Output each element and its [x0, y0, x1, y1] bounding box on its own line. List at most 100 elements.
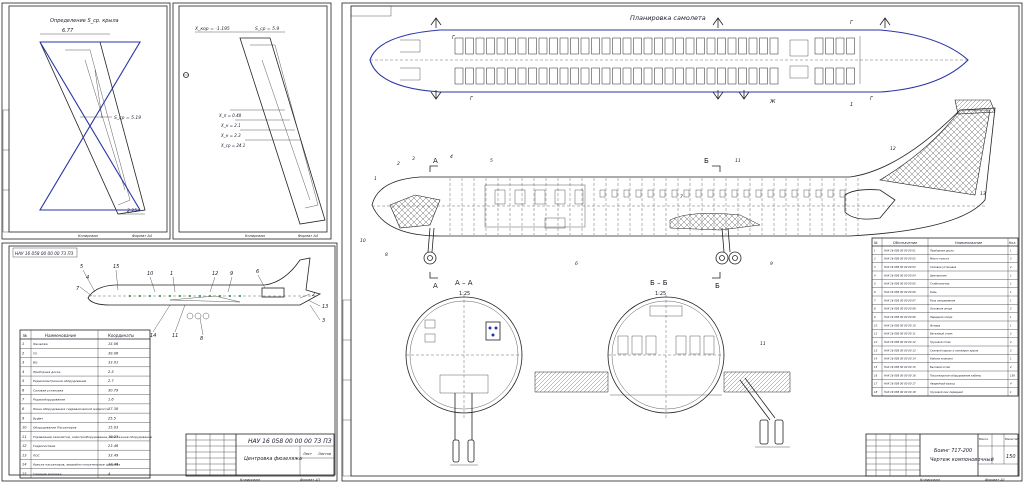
plan-label-1: 1: [850, 102, 853, 108]
seat: [769, 67, 779, 85]
sheet-wing-area: Определение S_ср. крыла 6.77 S_ср = 5.19…: [1, 2, 171, 240]
cg-row-name: Гидросистема: [33, 444, 56, 448]
xn2-label: X_н = 2.3: [220, 133, 241, 138]
seat: [507, 37, 516, 55]
spec-row-num: 10: [874, 323, 878, 327]
section-b-scale: 1:25: [655, 291, 666, 297]
cg-row-coord: 2.5: [108, 370, 114, 374]
section-a-mark-bottom: А: [433, 282, 438, 290]
window: [695, 189, 702, 198]
side-callout-10: 10: [360, 238, 366, 244]
cg-row-num: 12: [22, 444, 27, 448]
spec-row-name: Силовой каркас и лонжерон крыла: [930, 348, 979, 352]
seat: [465, 67, 474, 85]
cg-row-coord: 4: [108, 472, 111, 476]
spec-row-num: 11: [874, 332, 878, 336]
spec-row-code: НАУ 16 058 00 00 00 06: [884, 290, 916, 294]
side-callout-5: 5: [490, 158, 493, 164]
seat: [643, 37, 653, 55]
title-block-aircraft: Боинг 717-200: [934, 448, 972, 454]
seat: [846, 67, 855, 85]
window: [731, 189, 738, 198]
seat: [570, 37, 579, 55]
spec-row-code: НАУ 16 058 00 00 00 16: [884, 373, 916, 377]
cg-row-num: 14: [22, 463, 27, 467]
cg-row-num: 15: [22, 472, 27, 476]
vertical-tail: [879, 109, 991, 196]
plan-title: Планировка самолета: [630, 14, 706, 22]
seat: [696, 67, 705, 85]
window: [839, 189, 846, 198]
window: [707, 189, 714, 198]
cg-row-num: 5: [22, 379, 25, 383]
cg-row-coord: 33.01: [108, 361, 118, 365]
window: [767, 189, 774, 198]
window: [659, 189, 666, 198]
spec-row-num: 17: [874, 382, 878, 386]
plan-label-g1: Г: [452, 35, 456, 41]
xkor-label: X_кор = -1.195: [194, 26, 230, 32]
callout-9: 9: [230, 271, 233, 277]
spec-row-name: Грузовой люк передний: [930, 390, 963, 394]
seat: [748, 67, 758, 85]
callout-13: 13: [322, 304, 328, 310]
cg-row-coord: 15.03: [108, 426, 119, 430]
seat: [814, 37, 824, 55]
horizontal-stabilizer: [954, 99, 996, 115]
spec-row-qty: 4: [1010, 382, 1012, 386]
spec-row-code: НАУ 16 058 00 00 00 13: [884, 348, 916, 352]
spec-row-qty: 1: [1010, 282, 1012, 286]
seat: [517, 67, 527, 85]
side-callout-2: 2: [397, 161, 400, 167]
seat: [643, 67, 653, 85]
seat: [601, 37, 611, 55]
callout-6: 6: [256, 269, 259, 275]
seat: [633, 67, 642, 85]
cg-row-num: 3: [22, 361, 25, 365]
cg-row-coord: 30.79: [108, 388, 119, 392]
cg-row-coord: 17.46: [108, 463, 119, 467]
side-callout-12: 12: [890, 146, 896, 152]
spec-row-num: 2: [874, 257, 876, 261]
seat: [591, 37, 600, 55]
cg-row-coord: 23.46: [108, 444, 119, 448]
spec-row-name: Место пилота: [930, 257, 949, 261]
window: [803, 189, 810, 198]
cg-row-name: Фюзеляж: [33, 342, 48, 346]
spec-row-qty: 1: [1010, 248, 1012, 252]
cg-row-name: Оборудование Пассажиров: [33, 426, 77, 430]
cg-row-name: Буфет: [33, 416, 43, 420]
section-a-title: А – А: [455, 279, 473, 287]
sheet-fuselage-cg: НАУ 16 058 00 00 00 73 ПЗ 5 15 7 4 10 1 …: [1, 242, 338, 482]
xcp-label: X_ср = 24.1: [220, 143, 245, 148]
window: [827, 189, 834, 198]
spec-row-qty: 1: [1010, 290, 1012, 294]
cg-row-coord: 18.23: [108, 435, 119, 439]
cg-row-name: ПОС: [33, 453, 41, 457]
spec-row-qty: 156: [1010, 373, 1015, 377]
seat: [825, 67, 834, 85]
section-b-mark-top: Б: [704, 157, 709, 165]
seat: [825, 37, 834, 55]
title-block-c: НАУ 16 058 00 00 00 73 ПЗ Центровка фюзе…: [185, 433, 335, 477]
cg-row-coord: 25.5: [108, 416, 117, 420]
section-a-mark-top: А: [433, 157, 438, 165]
cg-row-name: Радиоэлектронное оборудование: [33, 379, 86, 383]
cg-row-name: Управление самолетом, электрооборудовани…: [33, 435, 152, 439]
mean-chord-label: S_ср = 5.19: [114, 115, 141, 121]
spec-col-name: Наименование: [955, 241, 982, 245]
seat: [475, 37, 485, 55]
callout-10: 10: [147, 271, 153, 277]
frame-lines: [449, 178, 859, 235]
plan-label-zh: Ж: [769, 99, 776, 105]
spec-row-code: НАУ 16 058 00 00 00 05: [884, 282, 916, 286]
spec-row-qty: 2: [1010, 332, 1012, 336]
spec-row-num: 18: [874, 390, 878, 394]
callout-8: 8: [200, 336, 203, 342]
callout-15: 15: [113, 264, 119, 270]
spec-row-num: 4: [874, 273, 876, 277]
cg-row-num: 2: [22, 351, 25, 355]
spec-row-name: Грузовой отсек: [930, 340, 951, 344]
